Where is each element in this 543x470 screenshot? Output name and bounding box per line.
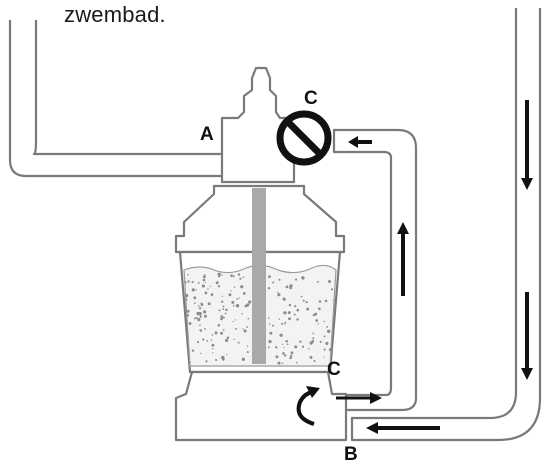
flow-arrow-icon <box>521 100 533 190</box>
left-inlet-pipe <box>8 20 238 178</box>
pump-base <box>174 370 348 442</box>
label-a: A <box>200 124 214 145</box>
flow-arrow-icon <box>366 422 440 434</box>
label-c-top: C <box>304 88 318 109</box>
label-b: B <box>344 444 358 465</box>
prohibited-valve-icon <box>276 110 332 166</box>
sand-texture <box>184 272 335 365</box>
right-return-pipe <box>350 8 542 442</box>
flow-arrow-icon <box>336 392 382 404</box>
flow-arrow-icon <box>397 222 409 296</box>
flow-arrow-icon <box>348 136 372 148</box>
flow-arrow-icon <box>521 292 533 380</box>
label-c-bottom: C <box>327 359 341 380</box>
caption-text: zwembad. <box>64 2 166 27</box>
curved-arrow-icon <box>296 386 320 426</box>
central-rod <box>252 188 266 364</box>
bypass-pipe <box>328 128 418 412</box>
